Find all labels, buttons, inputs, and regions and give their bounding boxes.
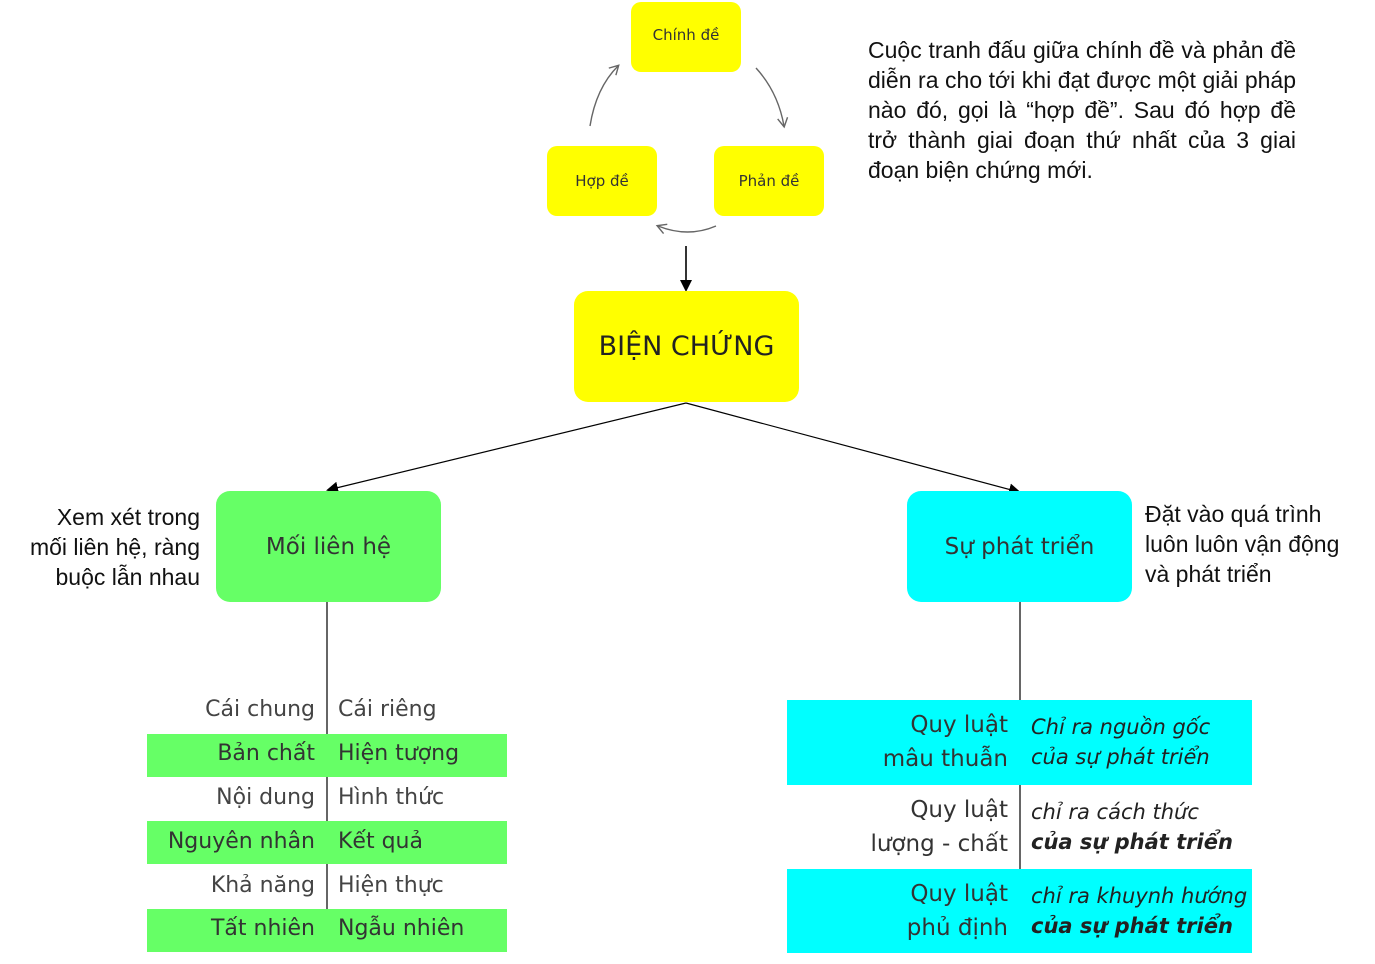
- antithesis-label: Phản đề: [738, 172, 800, 190]
- law-band: [787, 700, 1252, 785]
- synthesis-label: Hợp đề: [575, 172, 629, 190]
- law-name-line: mâu thuẫn: [882, 746, 1008, 772]
- law-desc-line: của sự phát triển: [1031, 830, 1233, 854]
- pair-left-cell: Nội dung: [216, 785, 315, 810]
- development-node-label: Sự phát triển: [944, 533, 1095, 560]
- law-desc-line: của sự phát triển: [1031, 745, 1210, 769]
- right-note: Đặt vào quá trình luôn luôn vận động và …: [1145, 499, 1373, 589]
- law-name-line: Quy luật: [910, 797, 1008, 823]
- law-name-line: Quy luật: [910, 881, 1008, 907]
- law-name: Quy luật phủ định: [787, 877, 1008, 945]
- law-name: Quy luật lượng - chất: [787, 793, 1008, 861]
- law-desc: chỉ ra cách thức của sự phát triển: [1031, 797, 1233, 857]
- relation-node: Mối liên hệ: [216, 491, 441, 602]
- law-name-line: Quy luật: [910, 712, 1008, 738]
- pair-band: [147, 909, 507, 952]
- thesis-label: Chính đề: [652, 26, 720, 44]
- pair-left-cell: Tất nhiên: [210, 916, 315, 941]
- right-note-line: Đặt vào quá trình: [1145, 501, 1322, 527]
- cycle-arrow-antithesis-to-synthesis: [655, 223, 717, 235]
- pair-right-cell: Kết quả: [338, 829, 423, 854]
- relation-node-label: Mối liên hệ: [265, 533, 392, 560]
- pair-right-cell: Hình thức: [338, 785, 445, 810]
- law-name-line: lượng - chất: [870, 831, 1008, 857]
- pair-band: [147, 734, 507, 777]
- right-note-line: luôn luôn vận động: [1145, 531, 1340, 557]
- cycle-note: Cuộc tranh đấu giữa chính đề và phản đề …: [868, 37, 1296, 183]
- synthesis-box: Hợp đề: [547, 146, 657, 216]
- pair-left-cell: Nguyên nhân: [167, 829, 315, 854]
- law-name: Quy luật mâu thuẫn: [787, 708, 1008, 776]
- left-note: Xem xét trong mối liên hệ, ràng buộc lẫn…: [0, 502, 200, 592]
- left-note-line: mối liên hệ, ràng: [29, 534, 200, 560]
- law-name-line: phủ định: [906, 915, 1008, 941]
- law-band: [787, 869, 1252, 953]
- main-node: BIỆN CHỨNG: [574, 291, 799, 402]
- pair-left-cell: Khả năng: [210, 873, 315, 898]
- law-desc-line: của sự phát triển: [1031, 914, 1233, 938]
- arrow-main-to-right: [685, 402, 1021, 496]
- pair-right-cell: Hiện tượng: [338, 741, 460, 766]
- main-node-label: BIỆN CHỨNG: [598, 331, 775, 362]
- pair-right-cell: Ngẫu nhiên: [338, 916, 465, 941]
- law-desc: chỉ ra khuynh hướng của sự phát triển: [1031, 881, 1247, 941]
- pair-right-cell: Cái riêng: [338, 697, 437, 722]
- pair-band: [147, 821, 507, 864]
- law-desc-line: chỉ ra khuynh hướng: [1031, 884, 1248, 908]
- right-note-line: và phát triển: [1145, 561, 1272, 587]
- cycle-arrow-thesis-to-antithesis: [755, 67, 789, 129]
- pair-left-cell: Cái chung: [205, 697, 315, 722]
- antithesis-box: Phản đề: [714, 146, 824, 216]
- law-desc-line: Chỉ ra nguồn gốc: [1031, 715, 1211, 739]
- thesis-box: Chính đề: [631, 2, 741, 72]
- development-node: Sự phát triển: [907, 491, 1132, 602]
- law-desc-line: chỉ ra cách thức: [1031, 800, 1199, 824]
- arrow-main-to-left: [326, 402, 687, 494]
- left-note-line: Xem xét trong: [56, 504, 200, 530]
- pair-left-cell: Bản chất: [217, 741, 315, 766]
- law-desc: Chỉ ra nguồn gốc của sự phát triển: [1031, 712, 1210, 772]
- pair-right-cell: Hiện thực: [338, 873, 444, 898]
- left-note-line: buộc lẫn nhau: [55, 564, 200, 590]
- cycle-arrow-synthesis-to-thesis: [589, 64, 620, 127]
